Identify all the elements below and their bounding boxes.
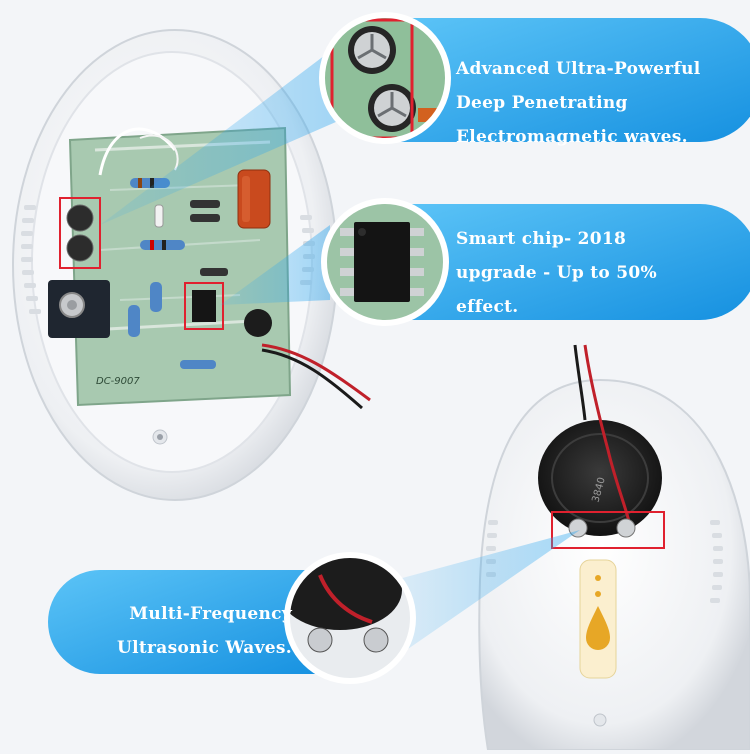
callout-text-2: Smart chip- 2018 upgrade - Up to 50% eff…: [456, 218, 736, 328]
capacitor-closeup: [323, 16, 447, 140]
callout-beams: [100, 40, 580, 660]
callout-text-1: Advanced Ultra-Powerful Deep Penetrating…: [456, 40, 736, 165]
callout-text-3: Multi-Frequency Ultrasonic Waves.: [92, 592, 292, 670]
callout-1-line-3: Electromagnetic waves.: [456, 126, 688, 147]
callout-banner-2: [321, 198, 750, 326]
callout-1-line-1: Advanced Ultra-Powerful: [456, 58, 701, 79]
callout-banner-1: [319, 12, 750, 144]
callout-3-line-1: Multi-Frequency: [129, 604, 292, 624]
speaker-closeup: [288, 556, 412, 680]
board-model-label: DC-9007: [96, 376, 140, 387]
callout-1-line-2: Deep Penetrating: [456, 92, 628, 113]
chip-closeup: [325, 202, 445, 322]
callout-2-line-3: effect.: [456, 297, 519, 317]
callout-2-line-2: upgrade - Up to 50%: [456, 263, 657, 283]
callout-3-line-2: Ultrasonic Waves.: [116, 638, 292, 658]
callout-2-line-1: Smart chip- 2018: [456, 229, 627, 249]
callout-banner-3: [48, 552, 416, 684]
